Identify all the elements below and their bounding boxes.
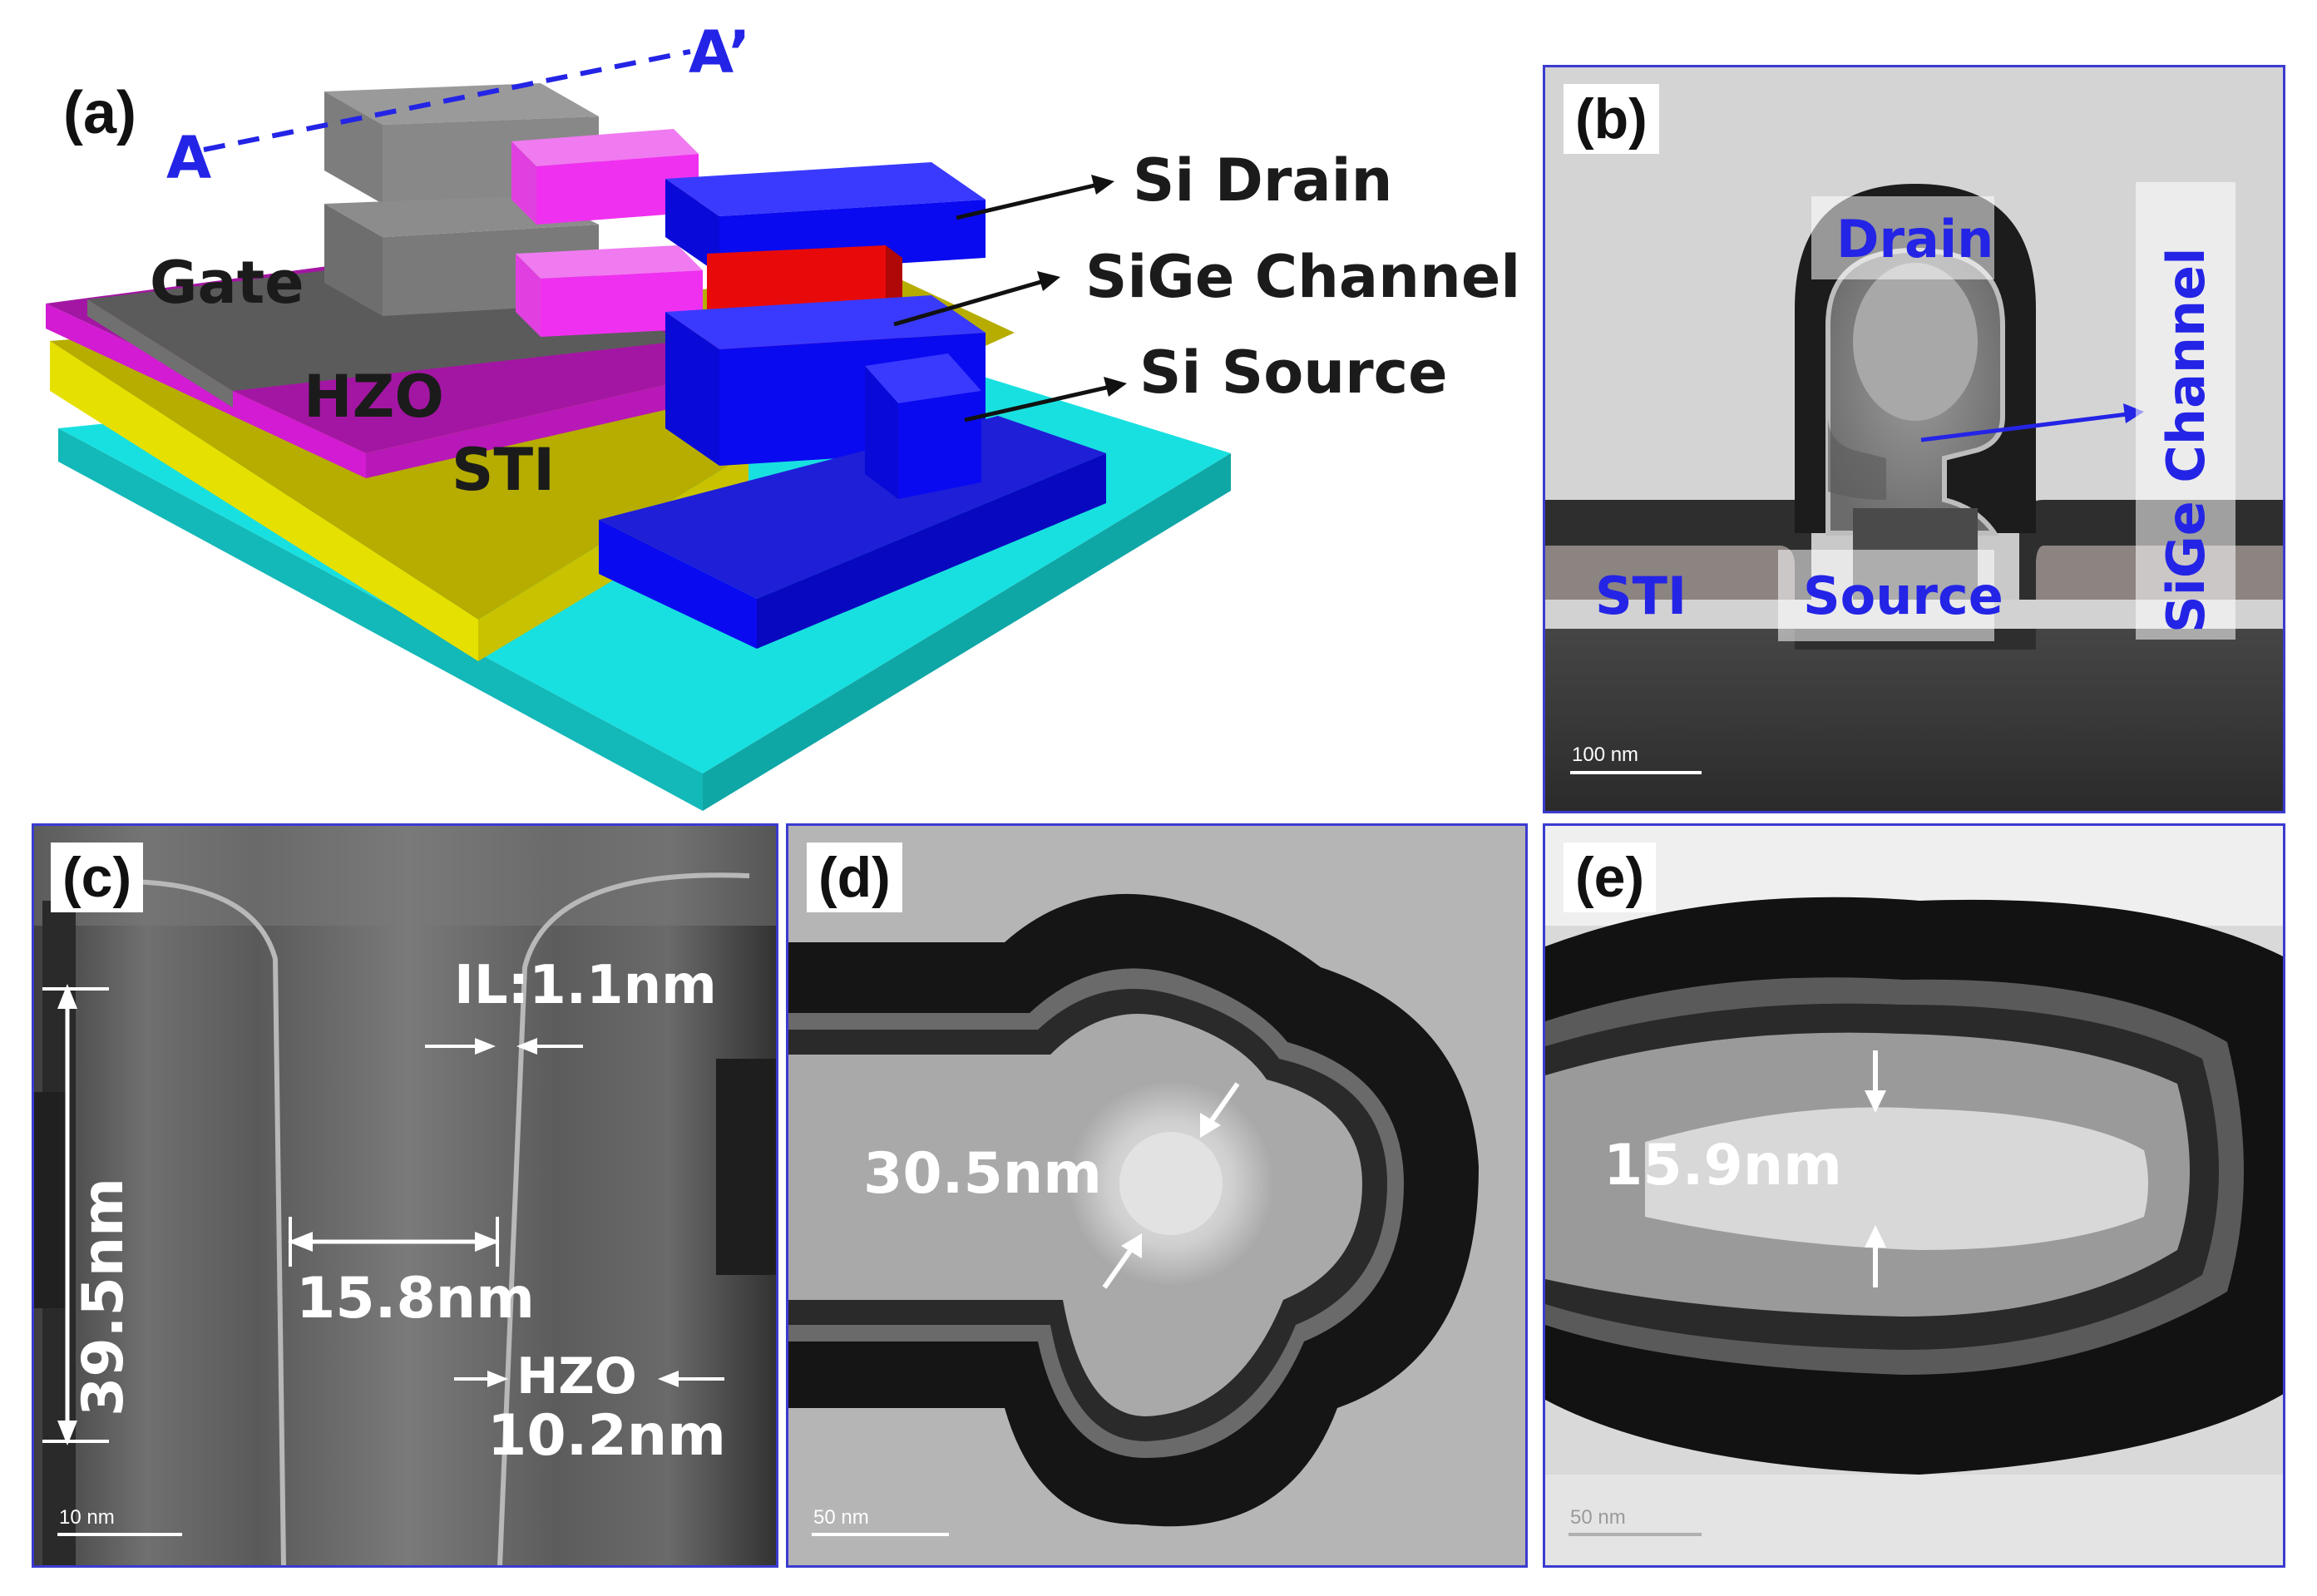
- panel-b-tag: (b): [1564, 84, 1659, 154]
- si-source-pad-side: [757, 453, 1106, 649]
- thickness-label: 15.9nm: [1603, 1133, 1843, 1198]
- fin-width-label: 15.8nm: [296, 1266, 536, 1332]
- gate-block-lower-front: [324, 204, 383, 316]
- sti-label: STI: [452, 436, 556, 504]
- si-source-top: [665, 295, 986, 349]
- panel-b: (b) Drain Source STI SiGe Channel 100 nm: [1543, 65, 2285, 813]
- scale-bar: [1570, 771, 1702, 774]
- si-drain-front: [665, 179, 719, 274]
- panel-c: (c) 39.5nm IL:1.1nm 15.8nm HZO 10.2nm 10…: [32, 823, 778, 1568]
- scale-bar-label: 50 nm: [1570, 1506, 1626, 1529]
- si-source-label: Si Source: [1139, 338, 1448, 407]
- tem-cross-section-image: [1545, 67, 2283, 811]
- hrtem-image: [34, 826, 776, 1565]
- panel-a-tag: (a): [63, 80, 136, 146]
- si-drain-top: [665, 162, 986, 216]
- hzo-wrap-lower-top: [516, 245, 703, 279]
- cut-label-start: A: [166, 124, 212, 192]
- si-source-pad-front: [599, 520, 757, 649]
- device-3d-schematic: [46, 49, 1231, 811]
- scale-bar: [1569, 1533, 1702, 1536]
- panel-d-tag: (d): [807, 842, 902, 912]
- panel-a: (a) A A’ Gate HZO STI Si Drain SiGe Chan…: [0, 0, 1539, 823]
- substrate-right: [703, 453, 1231, 811]
- tem-nanowire-image-e: [1545, 826, 2283, 1565]
- panel-c-tag: (c): [51, 842, 144, 912]
- gate-block-upper-top: [324, 83, 599, 125]
- il-thickness-label: IL:1.1nm: [454, 955, 717, 1016]
- scale-bar-label: 100 nm: [1572, 744, 1639, 766]
- cut-line: [203, 49, 691, 152]
- hzo-wrap-upper-front: [511, 141, 536, 225]
- scale-bar: [812, 1533, 949, 1536]
- hzo-label: HZO: [304, 363, 444, 431]
- drain-label: Drain: [1836, 209, 1994, 269]
- fin-height-label: 39.5nm: [71, 1177, 136, 1416]
- gate-label: Gate: [150, 249, 304, 317]
- sti-front: [50, 341, 478, 661]
- scale-bar: [57, 1533, 182, 1536]
- hzo-thickness-label: 10.2nm: [487, 1403, 727, 1469]
- hzo-label: HZO: [516, 1347, 637, 1406]
- hzo-wrap-lower-side: [541, 270, 703, 337]
- hzo-wrap-lower-front: [516, 254, 541, 337]
- sige-channel-label: SiGe Channel: [1085, 243, 1521, 311]
- tem-nanowire-image-d: [788, 826, 1525, 1565]
- panel-d: (d) 30.5nm 50 nm: [786, 823, 1528, 1568]
- cut-label-end: A’: [689, 18, 751, 86]
- substrate-front: [58, 428, 703, 811]
- hzo-wrap-upper-top: [511, 129, 699, 166]
- gate-slab-front: [87, 299, 233, 408]
- panel-e-tag: (e): [1564, 842, 1657, 912]
- sige-channel-label: SiGe Channel: [2156, 247, 2216, 634]
- si-source-front: [665, 312, 719, 466]
- hzo-right: [366, 366, 748, 478]
- sti-label: STI: [1595, 566, 1687, 626]
- core-diameter-label: 30.5nm: [863, 1141, 1103, 1207]
- hzo-wrap-upper-side: [536, 154, 699, 225]
- si-drain-label: Si Drain: [1133, 146, 1393, 215]
- gate-block-upper-front: [324, 91, 383, 204]
- hzo-front: [46, 304, 366, 478]
- scale-bar-label: 50 nm: [813, 1506, 869, 1529]
- scale-bar-label: 10 nm: [59, 1506, 115, 1529]
- panel-e: (e) 15.9nm 50 nm: [1543, 823, 2285, 1568]
- source-label: Source: [1803, 566, 2003, 626]
